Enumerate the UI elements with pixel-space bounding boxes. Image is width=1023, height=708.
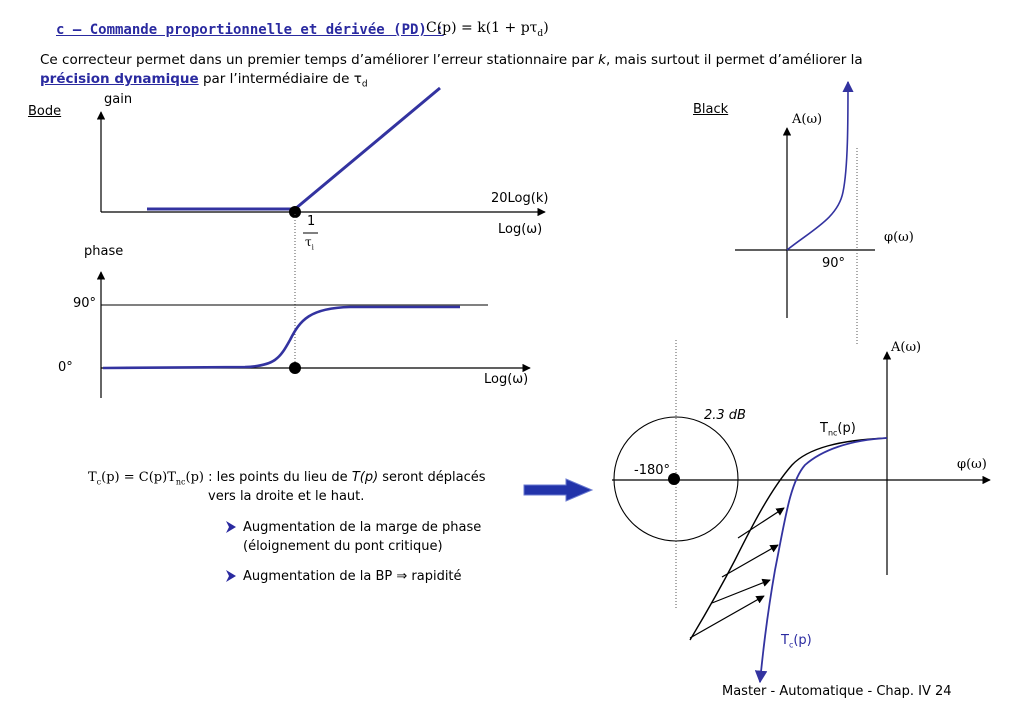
corner-numerator: 1 xyxy=(307,214,316,229)
intro-sub: d xyxy=(361,79,368,90)
bullet-arrow-icon-1 xyxy=(226,521,236,533)
nichols-x-axis-label: φ(ω) xyxy=(957,457,987,472)
tc-end: (p) xyxy=(793,633,812,648)
intro-text-a: Ce correcteur permet dans un premier tem… xyxy=(40,52,599,68)
tnc-sub: nc xyxy=(827,428,838,438)
eq-end: (p) xyxy=(185,470,204,485)
bullet-arrow-icon-2 xyxy=(226,570,236,582)
corner-den-sub: i xyxy=(311,243,314,252)
eq-tc: T xyxy=(88,470,97,485)
black-90-label: 90° xyxy=(822,256,846,271)
black-curve xyxy=(786,80,854,251)
shift-arrow-3 xyxy=(721,544,779,578)
phase-curve xyxy=(102,305,460,370)
explanation-line-2: vers la droite et le haut. xyxy=(208,489,365,504)
phase-corner-point xyxy=(289,362,301,374)
gain-curve xyxy=(147,86,441,211)
critical-point xyxy=(668,473,680,485)
tnc-end: (p) xyxy=(837,421,856,436)
eq-tc-sub: c xyxy=(96,477,102,487)
tc-curve xyxy=(754,437,888,684)
black-y-axis-label: A(ω) xyxy=(792,112,823,127)
explanation-text-a: : les points du lieu de xyxy=(203,470,352,485)
tnc-label: Tnc(p) xyxy=(820,421,856,438)
bode-section-label: Bode xyxy=(28,104,62,119)
tnc-t: T xyxy=(820,421,828,436)
bullet-1-line-1: Augmentation de la marge de phase xyxy=(243,520,482,535)
intro-emphasis: précision dynamique xyxy=(40,71,199,87)
critical-point-label: -180° xyxy=(634,463,671,478)
transition-arrow-icon xyxy=(523,478,594,502)
eq-mid: (p) = C(p)T xyxy=(101,470,176,485)
section-heading: c – Commande proportionnelle et dérivée … xyxy=(56,22,444,38)
intro-line-2: précision dynamique par l’intermédiaire … xyxy=(40,71,368,90)
tc-t: T xyxy=(781,633,789,648)
corner-den-tau: τ xyxy=(305,235,312,249)
shift-arrow-4 xyxy=(737,507,785,539)
gain-corner-point xyxy=(289,206,301,218)
formula-end: ) xyxy=(543,20,549,36)
formula-lhs: C(p) = k(1 + pτ xyxy=(426,20,538,36)
margin-circle xyxy=(613,416,739,542)
nichols-y-axis-label: A(ω) xyxy=(891,340,922,355)
footer-text: Master - Automatique - Chap. IV 24 xyxy=(722,684,952,699)
corner-denominator: τi xyxy=(305,235,314,251)
black-x-axis-label: φ(ω) xyxy=(884,230,914,245)
pd-formula: C(p) = k(1 + pτd) xyxy=(426,20,549,39)
bullet-2-line-1: Augmentation de la BP ⇒ rapidité xyxy=(243,569,462,584)
black-section-label: Black xyxy=(693,102,729,117)
tnc-curve xyxy=(689,437,888,641)
explanation-text-b: seront déplacés xyxy=(378,470,486,485)
tc-label: Tc(p) xyxy=(781,633,812,650)
shift-arrow-1 xyxy=(689,595,765,639)
intro-text-b: , mais surtout il permet d’améliorer la xyxy=(605,52,863,68)
tc-sub: c xyxy=(788,640,794,650)
bullet-1-line-2: (éloignement du pont critique) xyxy=(243,539,443,554)
intro-line-1: Ce correcteur permet dans un premier tem… xyxy=(40,52,863,68)
gain-value-label: 20Log(k) xyxy=(491,191,549,206)
intro-text-c: par l’intermédiaire de τ xyxy=(198,71,362,87)
phase-0-label: 0° xyxy=(58,360,73,375)
phase-axis-title: phase xyxy=(84,244,124,259)
shift-arrow-2 xyxy=(711,578,771,604)
gain-axis-title: gain xyxy=(104,92,133,107)
margin-label: 2.3 dB xyxy=(704,408,746,423)
gain-x-axis-label: Log(ω) xyxy=(498,222,543,237)
phase-x-axis-label: Log(ω) xyxy=(484,372,529,387)
explanation-tp: T(p) xyxy=(351,470,379,485)
explanation-line-1: Tc(p) = C(p)Tnc(p) : les points du lieu … xyxy=(88,470,486,487)
formula-sub: d xyxy=(537,28,544,39)
eq-tnc-sub: nc xyxy=(175,477,186,487)
phase-90-label: 90° xyxy=(73,296,97,311)
intro-k: k xyxy=(598,52,606,68)
